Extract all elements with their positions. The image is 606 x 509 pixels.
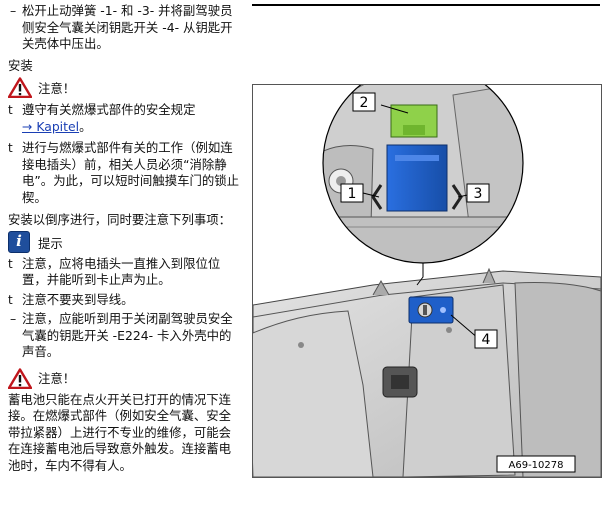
technical-figure: 2 1 3 4 A69-10278 [252,84,602,478]
step-release-text: 松开止动弹簧 -1- 和 -3- 并将副驾驶员侧安全气囊关闭钥匙开关 -4- 从… [22,3,233,51]
caution-header-1: 注意！ [8,76,240,98]
caution-item-1: t 遵守有关燃爆式部件的安全规定 → Kapitel。 [8,102,240,135]
bullet-marker: t [8,141,13,155]
instruction-column: – 松开止动弹簧 -1- 和 -3- 并将副驾驶员侧安全气囊关闭钥匙开关 -4-… [8,0,240,474]
caution-item-2: t 进行与燃爆式部件有关的工作（例如连接电插头）前，相关人员必须“消除静电”。为… [8,140,240,206]
figure-id: A69-10278 [509,460,564,471]
caution-item-2-text: 进行与燃爆式部件有关的工作（例如连接电插头）前，相关人员必须“消除静电”。为此，… [22,140,240,205]
warning-triangle-icon [8,77,32,98]
heading-install: 安装 [8,57,33,73]
callout-4: 4 [482,332,491,348]
install-reverse-text: 安装以倒序进行，同时要注意下列事项： [8,212,232,227]
battery-caution-text: 蓄电池只能在点火开关已打开的情况下连接。在燃爆式部件（例如安全气囊、安全带拉紧器… [8,391,232,473]
header-rule [252,4,600,6]
dash-marker: – [10,3,17,18]
dash-marker: – [10,311,17,326]
detail-circle [322,85,524,264]
note-item-3-text: 注意，应能听到用于关闭副驾驶员安全气囊的钥匙开关 -E224- 卡入外壳中的声音… [22,311,233,359]
note-item-1: t 注意，应将电插头一直推入到限位位置，并能听到卡止声为止。 [8,256,240,289]
caution-item-1-text: 遵守有关燃爆式部件的安全规定 [22,102,196,117]
callout-2: 2 [360,95,369,111]
caution-item-1-end: 。 [79,118,92,134]
figure-id-box [496,455,576,473]
bullet-marker: t [8,256,13,271]
tip-header: i 提示 [8,230,240,253]
callout-1-box [340,183,364,203]
dashboard-panel [253,267,601,477]
callout-3: 3 [474,186,483,202]
note-item-2: t 注意不要夹到导线。 [8,292,240,309]
info-icon: i [8,230,30,253]
bullet-marker: t [8,292,13,307]
callout-1: 1 [348,186,357,202]
figure-illustration: 2 1 3 4 A69-10278 [253,85,601,477]
note-item-1-text: 注意，应将电插头一直推入到限位位置，并能听到卡止声为止。 [22,255,221,288]
tip-label: 提示 [38,236,63,251]
caution-header-2: 注意！ [8,367,240,389]
caution-label: 注意！ [38,80,76,96]
note-item-2-text: 注意不要夹到导线。 [22,291,134,307]
callout-3-box [466,183,490,203]
key-switch [408,296,454,324]
chapter-link[interactable]: → Kapitel [22,118,80,134]
bullet-marker: t [8,103,13,117]
note-item-3: – 注意，应能听到用于关闭副驾驶员安全气囊的钥匙开关 -E224- 卡入外壳中的… [8,311,240,361]
step-release-switch: – 松开止动弹簧 -1- 和 -3- 并将副驾驶员侧安全气囊关闭钥匙开关 -4-… [8,3,240,53]
caution-label: 注意！ [38,371,76,386]
callout-4-box [474,329,498,349]
warning-triangle-icon [8,367,32,389]
callout-2-box [352,92,376,112]
